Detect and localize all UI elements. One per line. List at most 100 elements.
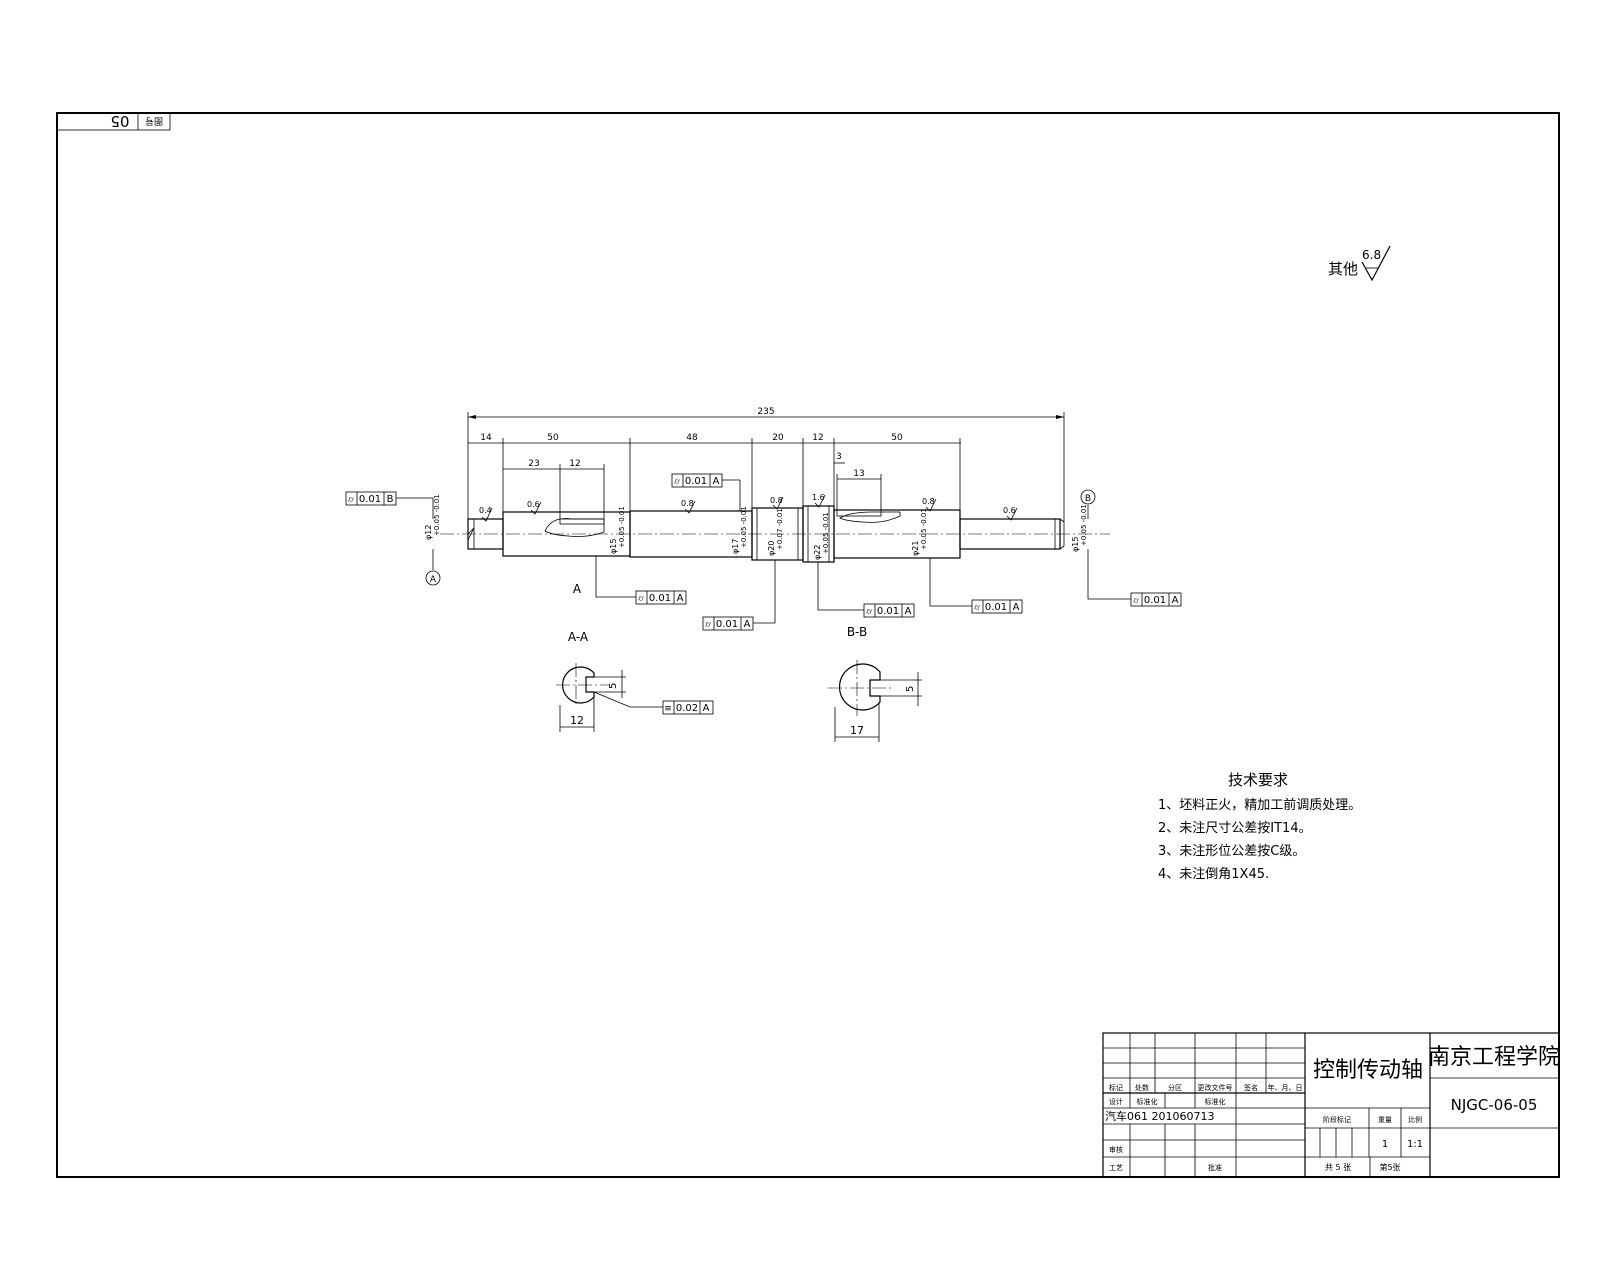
svg-text:⌭: ⌭ [866,607,872,616]
section-bb-width: 17 [850,724,864,737]
section-bb-profile [838,663,881,711]
keyway-b-section [839,511,901,523]
svg-text:分区: 分区 [1168,1083,1182,1092]
svg-text:更改文件号: 更改文件号 [1198,1083,1233,1092]
svg-text:年、月、日: 年、月、日 [1268,1083,1303,1092]
tolerance-frame-3: ⌭ 0.01 A [595,556,687,605]
svg-text:A: A [677,593,684,604]
svg-text:≡: ≡ [664,704,672,714]
dia-tol-4: +0.07 -0.01 [776,508,784,550]
part-name: 控制传动轴 [1313,1058,1423,1083]
tolerance-frame-5: ⌭ 0.01 A [817,562,915,618]
tech-req-2: 2、未注尺寸公差按IT14。 [1158,821,1312,836]
other-surface-label: 其他 [1328,260,1358,278]
tech-req-1: 1、坯料正火，精加工前调质处理。 [1158,797,1361,813]
dim-seg-5: 12 [812,433,823,443]
title-block: 标记 处数 分区 更改文件号 签名 年、月、日 设计 标准化 标准化 汽车061… [1102,1032,1560,1178]
dia-tol-6: +0.05 -0.01 [920,508,928,550]
section-aa-profile [562,666,595,704]
school-name: 南京工程学院 [1428,1045,1560,1070]
svg-text:标准化: 标准化 [1205,1097,1226,1106]
datum-a-label: A [430,575,437,585]
dim-overall: 235 [757,407,774,417]
dia-tol-3: +0.05 -0.01 [740,506,748,548]
svg-text:⌭: ⌭ [705,620,711,629]
svg-text:0.01: 0.01 [985,602,1007,613]
section-bb-key: 5 [905,686,916,692]
svg-text:工艺: 工艺 [1109,1164,1123,1172]
section-bb-title: B-B [847,625,867,639]
dim-seg-4: 20 [772,433,784,443]
drawing-number: NJGC-06-05 [1451,1096,1538,1114]
svg-text:0.01: 0.01 [359,494,381,505]
dia-label-1: φ12 [424,525,433,540]
tolerance-frame-8 [662,700,714,715]
svg-text:阶段标记: 阶段标记 [1323,1115,1351,1124]
tolerance-frame-2: ⌭ 0.01 A [671,473,741,511]
sheet-border [56,112,1560,1178]
dim-seg-2: 50 [547,433,559,443]
dim-keyway-a-len: 12 [569,459,580,469]
svg-text:设计: 设计 [1109,1097,1123,1106]
scale: 1:1 [1407,1139,1423,1150]
dia-label-6: φ21 [911,541,920,556]
dim-seg-3: 48 [686,433,698,443]
section-bb: B-B 17 5 [828,625,922,742]
svg-text:标记: 标记 [1109,1083,1123,1092]
tech-requirements: 技术要求 1、坯料正火，精加工前调质处理。 2、未注尺寸公差按IT14。 3、未… [1158,771,1361,882]
dim-keyway-b-offset: 3 [836,452,842,462]
other-surface-value: 6.8 [1362,248,1381,262]
svg-text:比例: 比例 [1408,1115,1422,1124]
roughness-3: 0.8 [681,499,694,508]
svg-text:批准: 批准 [1208,1163,1222,1172]
dia-label-3: φ17 [731,539,740,554]
section-aa-key: 5 [608,683,619,689]
svg-text:审核: 审核 [1109,1145,1123,1154]
svg-text:A: A [1172,595,1179,606]
svg-text:⌭: ⌭ [348,495,354,504]
tech-req-3: 3、未注形位公差按C级。 [1158,844,1305,859]
roughness-4: 0.8 [770,496,783,505]
datum-b-label: B [1085,494,1091,504]
dia-label-5: φ22 [813,545,822,560]
section-aa: A-A 12 5 ≡ 0.02 A [556,630,714,732]
keyway-a [559,518,605,525]
tolerance-frame-4: ⌭ 0.01 A [702,560,776,631]
svg-text:A: A [905,606,912,617]
svg-text:A: A [1013,602,1020,613]
roughness-5: 1.6 [812,493,825,502]
svg-text:A: A [744,619,751,630]
quantity: 1 [1382,1139,1388,1150]
datum-b: B [1080,489,1096,519]
svg-text:0.01: 0.01 [1144,595,1166,606]
dia-label-2: φ15 [609,539,618,554]
datum-b-icon [1080,489,1096,505]
dia-tol-7: +0.05 -0.01 [1080,504,1088,546]
svg-text:⌭: ⌭ [974,603,980,612]
datum-a: A [425,549,441,586]
svg-text:签名: 签名 [1244,1083,1258,1092]
dimensions: 235 14 50 48 20 12 50 23 12 3 13 φ12 +0.… [424,407,1088,560]
svg-text:A: A [713,476,720,487]
tolerance-frame-1: ⌭ 0.01 B [345,491,434,519]
tolerance-frame-6: ⌭ 0.01 A [929,558,1023,614]
other-surface-roughness: 其他 6.8 [1328,245,1391,282]
svg-text:A: A [703,703,710,714]
sheet-number: 第5张 [1379,1162,1400,1172]
svg-text:0.01: 0.01 [649,593,671,604]
svg-text:⌭: ⌭ [1133,596,1139,605]
tolerance-frame-7: ⌭ 0.01 A [1087,549,1182,607]
tech-req-title: 技术要求 [1228,771,1288,789]
corner-tag-number: 05 [110,112,129,130]
svg-text:0.01: 0.01 [877,606,899,617]
tech-req-4: 4、未注倒角1X45. [1158,867,1269,882]
dia-tol-2: +0.05 -0.01 [618,506,626,548]
roughness-7: 0.6 [1003,506,1016,515]
corner-tag: 05 图号 [56,112,171,131]
keyway-b [836,509,882,517]
roughness-symbol-icon [1361,245,1391,282]
dim-seg-1: 14 [480,433,492,443]
svg-text:0.01: 0.01 [685,476,707,487]
svg-text:⌭: ⌭ [638,594,644,603]
